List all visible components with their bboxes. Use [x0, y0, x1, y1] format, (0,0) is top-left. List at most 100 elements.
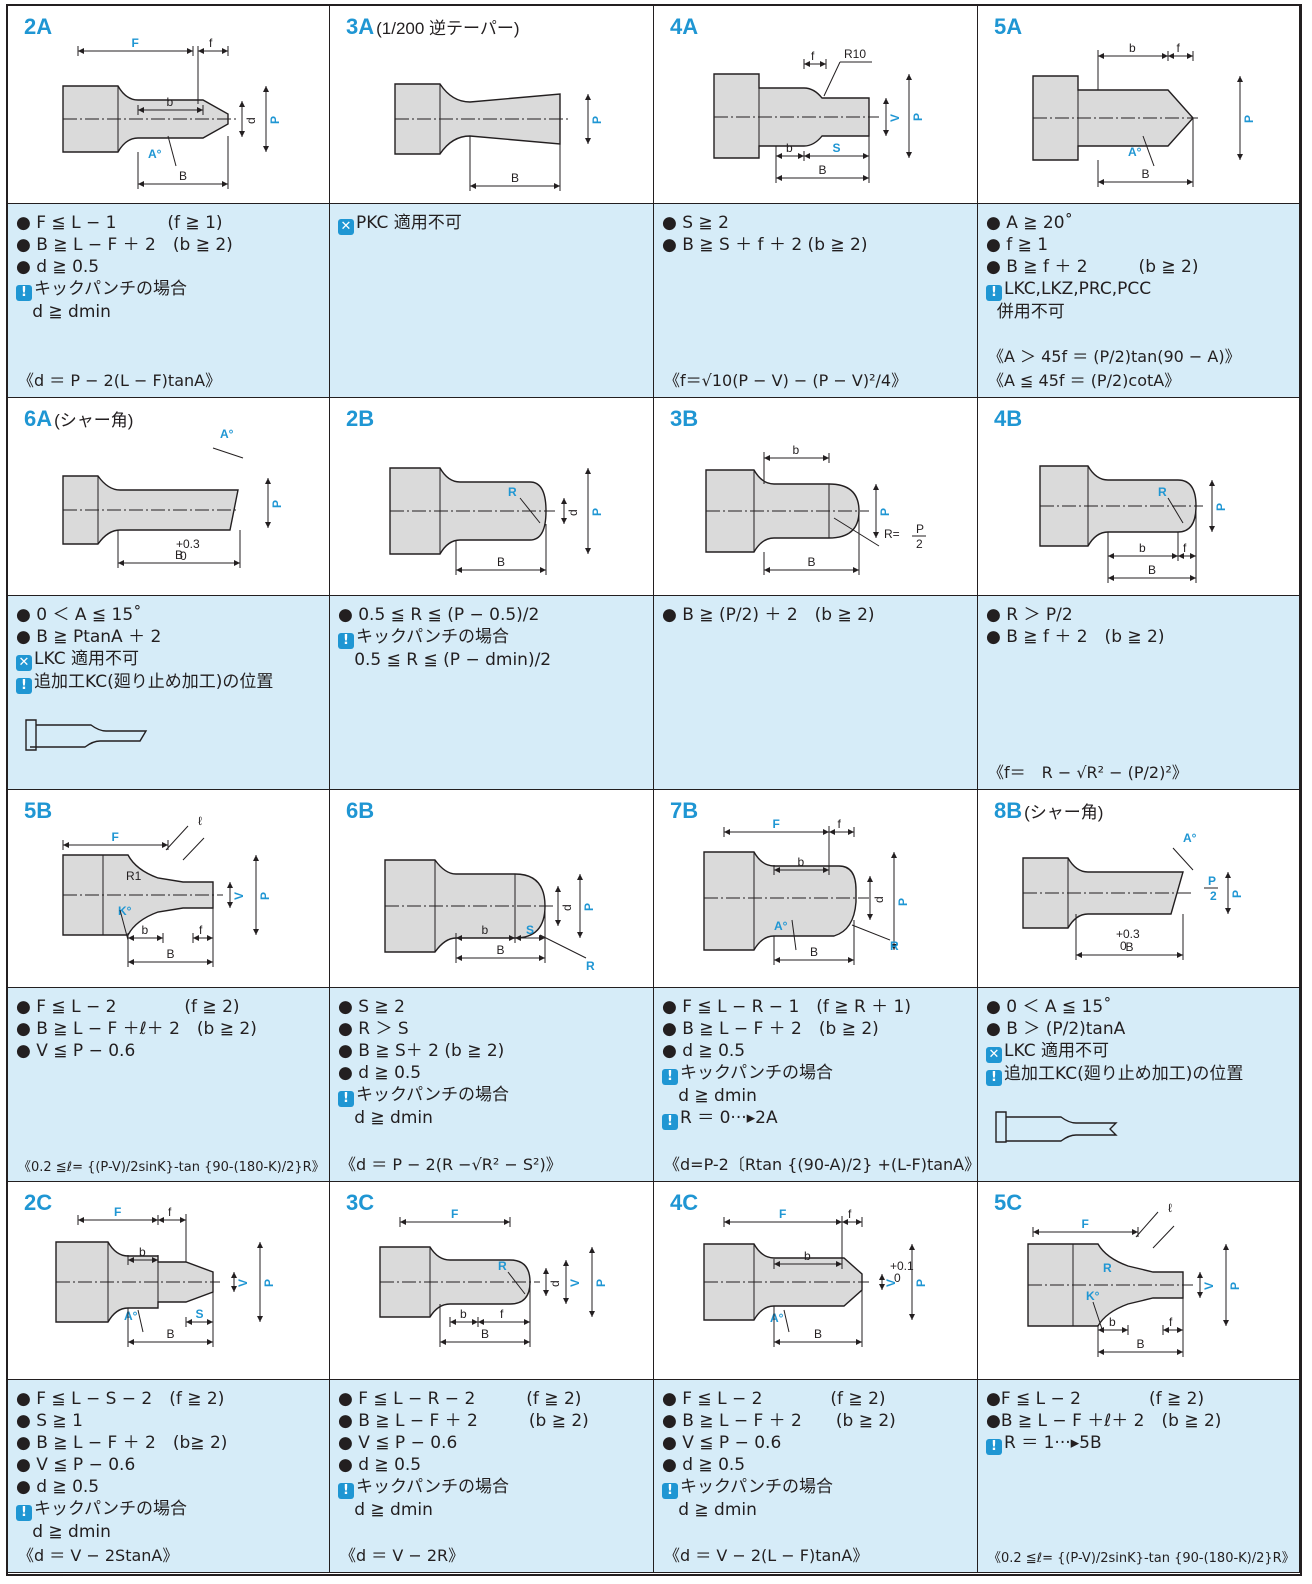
- condition-line: !キックパンチの場合: [338, 1476, 653, 1499]
- arrow-icon: [823, 455, 829, 461]
- condition-line: 0.5 ≦ R ≦ (P − dmin)/2: [338, 649, 653, 671]
- dimension-label: b: [793, 443, 800, 457]
- arrow-icon: [524, 1339, 530, 1345]
- arrow-icon: [118, 560, 124, 566]
- formula: 《d ＝ P − 2(R −√R² − S²)》: [340, 1155, 562, 1174]
- dimension-label: F: [132, 36, 139, 50]
- arrow-icon: [515, 935, 521, 941]
- dimension-label: b: [1139, 541, 1146, 555]
- arrow-icon: [1237, 76, 1243, 82]
- arrow-icon: [1225, 872, 1231, 878]
- condition-line: ✕LKC 適用不可: [986, 1040, 1299, 1063]
- arrow-icon: [456, 955, 462, 961]
- dimension-label: f: [838, 817, 842, 831]
- dimension-label: f: [168, 1205, 172, 1219]
- condition-line: ● B ≧ L − F ＋ 2 (b ≧ 2): [16, 234, 329, 256]
- shape-code-label: 4A: [670, 14, 699, 39]
- dimension-label: R: [508, 485, 517, 499]
- dimension-label: f: [500, 1307, 504, 1321]
- dimension-label: P: [262, 1279, 276, 1287]
- dimension-line: [833, 517, 880, 547]
- dimension-label: B: [497, 943, 505, 957]
- dimension-label: R: [890, 939, 899, 953]
- arrow-icon: [543, 1290, 549, 1296]
- dimension-line: [1142, 135, 1155, 167]
- condition-line: ● d ≧ 0.5: [662, 1040, 977, 1062]
- arrow-icon: [456, 567, 462, 573]
- punch-body-outline: [62, 85, 229, 153]
- condition-text: ● F ≦ L − 2 (f ≧ 2): [16, 997, 240, 1017]
- condition-line: ● B ≧ S＋ 2 (b ≧ 2): [338, 1040, 653, 1062]
- condition-text: d ≧ dmin: [16, 302, 111, 322]
- dimension-label: R: [498, 1259, 507, 1273]
- condition-text: ● B ≧ f ＋ 2 (b ≧ 2): [986, 257, 1199, 277]
- arrow-icon: [1162, 53, 1168, 59]
- arrow-icon: [158, 1217, 164, 1223]
- arrow-icon: [440, 1339, 446, 1345]
- arrow-icon: [848, 829, 854, 835]
- arrow-icon: [234, 560, 240, 566]
- dimension-label: S: [196, 1307, 204, 1321]
- arrow-icon: [873, 532, 879, 538]
- condition-panel-8b: ● 0 ＜ A ≦ 15˚● B ＞ (P/2)tanA✕LKC 適用不可!追加…: [978, 988, 1300, 1182]
- dimension-label: b: [139, 1245, 146, 1259]
- shape-code: 8B(シャー角): [994, 798, 1103, 824]
- arrow-icon: [257, 1242, 263, 1248]
- condition-line: !追加工KC(廻り止め加工)の位置: [986, 1063, 1299, 1086]
- dimension-label: B: [1148, 563, 1156, 577]
- arrow-icon: [1187, 53, 1193, 59]
- dimension-label: 2: [1210, 889, 1217, 903]
- condition-text: キックパンチの場合: [34, 1499, 187, 1519]
- condition-line: ● B ≧ f ＋ 2 (b ≧ 2): [986, 626, 1299, 648]
- dimension-label: A°: [1183, 831, 1197, 845]
- condition-text: ● 0 ＜ A ≦ 15˚: [16, 605, 142, 625]
- condition-line: ● R ＞ S: [338, 1018, 653, 1040]
- arrow-icon: [540, 567, 546, 573]
- arrow-icon: [207, 1319, 213, 1325]
- condition-text: ● B ≧ (P/2) ＋ 2 (b ≧ 2): [662, 605, 875, 625]
- dimension-label: V: [568, 1279, 582, 1287]
- condition-line: d ≧ dmin: [16, 1521, 329, 1543]
- shape-code: 3C: [346, 1190, 374, 1216]
- shape-drawing-svg: A°PB+0.30: [62, 427, 284, 568]
- dimension-label: B: [808, 555, 816, 569]
- condition-text: R ＝ 0···▸2A: [680, 1108, 778, 1128]
- arrow-icon: [1108, 553, 1114, 559]
- arrow-icon: [879, 1274, 885, 1280]
- arrow-icon: [162, 842, 168, 848]
- arrow-icon: [774, 1261, 780, 1267]
- condition-panel-3c: ● F ≦ L − R − 2 (f ≧ 2)● B ≧ L − F ＋ 2 (…: [330, 1380, 654, 1573]
- arrow-icon: [1108, 575, 1114, 581]
- arrow-icon: [1177, 1327, 1183, 1333]
- dimension-label: f: [1177, 41, 1181, 55]
- dimension-label: F: [779, 1207, 786, 1221]
- arrow-icon: [1076, 952, 1082, 958]
- shape-code-label: 3A: [346, 14, 375, 39]
- caution-icon: !: [986, 1439, 1002, 1455]
- dimension-label: V: [232, 892, 246, 900]
- dimension-label: V: [888, 114, 902, 122]
- condition-panel-6b: ● S ≧ 2● R ＞ S● B ≧ S＋ 2 (b ≧ 2)● d ≧ 0.…: [330, 988, 654, 1182]
- dimension-label: P: [1228, 1282, 1242, 1290]
- condition-text: ● S ≧ 2: [662, 213, 729, 233]
- condition-line: ● B ≧ L − F ＋ 2 (b ≧ 2): [662, 1410, 977, 1432]
- formula: 《d ＝ P − 2(L − F)tanA》: [18, 371, 222, 390]
- arrow-icon: [798, 153, 804, 159]
- dimension-label: P: [1230, 890, 1244, 898]
- shape-code: 5B: [24, 798, 52, 824]
- dimension-label: +0.1: [890, 1259, 914, 1273]
- caution-icon: !: [662, 1069, 678, 1085]
- dimension-label: S: [833, 141, 841, 155]
- condition-line: ● F ≦ L − S − 2 (f ≧ 2): [16, 1388, 329, 1410]
- arrow-icon: [1178, 553, 1184, 559]
- small-punch-drawing: [25, 719, 148, 751]
